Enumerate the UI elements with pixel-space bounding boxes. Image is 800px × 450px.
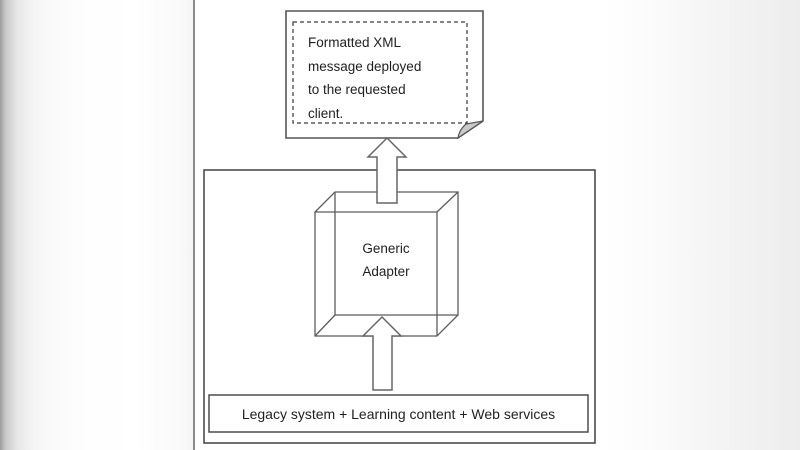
page-background-left-gradient [0, 0, 193, 450]
cube-top-right-diagonal [436, 191, 459, 213]
note-label-line: Formatted XML [308, 35, 402, 50]
folded-corner [457, 120, 484, 140]
generic-adapter-cube [314, 191, 459, 337]
legacy-systems-label: Legacy system + Learning content + Web s… [241, 405, 556, 422]
cube-bottom-left-diagonal [314, 314, 336, 337]
note-label-line: message deployed [308, 58, 422, 74]
legacy-box-rect [208, 394, 589, 433]
note-label: Formatted XML message deployed to the re… [308, 31, 421, 125]
up-arrow-top [366, 136, 408, 204]
up-arrow-bottom [361, 315, 403, 391]
note-label-line: to the requested [308, 82, 406, 97]
dashed-inner-rect [292, 21, 468, 124]
note-label-line: client. [308, 105, 344, 121]
page-edge-line [193, 0, 195, 450]
page-background-right-gradient [604, 0, 800, 450]
adapter-label-line: Generic [362, 241, 410, 256]
adapter-label-line: Adapter [362, 264, 410, 279]
generic-adapter-label: Generic Adapter [335, 237, 437, 283]
